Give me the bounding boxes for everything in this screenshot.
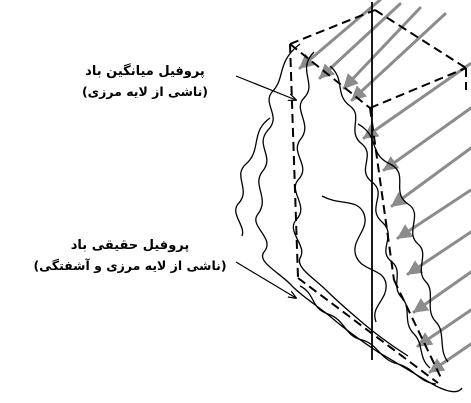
mean-profile-subtitle: (ناشی از لایه مرزی) — [50, 82, 240, 102]
mean-profile-title: پروفیل میانگین باد — [50, 62, 240, 82]
actual-profile-subtitle: (ناشی از لایه مرزی و آشفتگی) — [10, 256, 250, 276]
wind-arrow — [384, 108, 471, 170]
wind-arrow — [352, 14, 445, 100]
wind-arrow — [430, 344, 471, 372]
wind-arrow — [408, 232, 471, 274]
wind-arrow — [398, 190, 471, 238]
actual-profile-label: پروفیل حقیقی باد (ناشی از لایه مرزی و آش… — [10, 236, 250, 276]
actual-profile-title: پروفیل حقیقی باد — [10, 236, 250, 256]
wind-arrow — [418, 310, 471, 346]
wind-velocity-arrows — [300, 0, 471, 372]
mean-profile-label: پروفیل میانگین باد (ناشی از لایه مرزی) — [50, 62, 240, 102]
mean-profile-pointer — [236, 76, 296, 100]
